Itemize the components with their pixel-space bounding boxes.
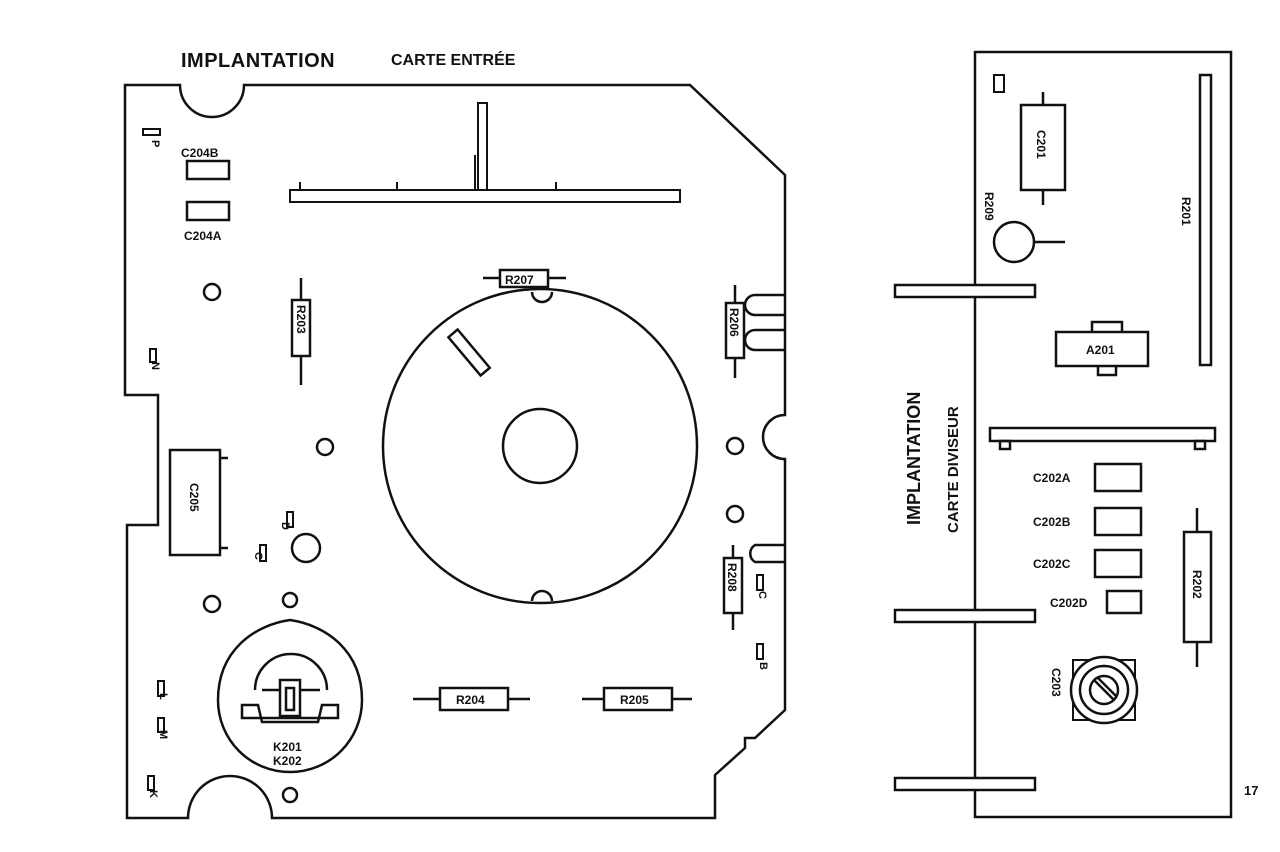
connector-bar-diviseur bbox=[988, 426, 1217, 451]
diviseur-title: IMPLANTATION bbox=[904, 392, 924, 525]
c202c-component bbox=[1093, 548, 1143, 579]
label-a201: A201 bbox=[1086, 343, 1115, 357]
label-c202c: C202C bbox=[1033, 557, 1071, 571]
label-r202: R202 bbox=[1190, 570, 1204, 599]
label-pad-d: D bbox=[279, 522, 291, 530]
r208-component bbox=[722, 545, 744, 630]
label-pad-b: B bbox=[757, 662, 769, 670]
r209-component bbox=[992, 220, 1065, 264]
c202a-component bbox=[1093, 462, 1143, 493]
label-r201: R201 bbox=[1179, 197, 1193, 226]
diviseur-subtitle: CARTE DIVISEUR bbox=[945, 406, 962, 533]
connector-bar-entree bbox=[289, 102, 681, 203]
r204-component bbox=[413, 686, 530, 712]
label-r207: R207 bbox=[505, 273, 534, 287]
label-c202a: C202A bbox=[1033, 471, 1071, 485]
label-r209: R209 bbox=[982, 192, 996, 221]
label-pad-c: C bbox=[252, 552, 264, 560]
label-r208: R208 bbox=[725, 563, 739, 592]
carte-diviseur-board bbox=[973, 50, 1233, 819]
k201-k202-relay bbox=[216, 618, 364, 774]
pad-markers-entree bbox=[142, 128, 764, 791]
label-pad-m: M bbox=[157, 730, 169, 739]
a201-component bbox=[1054, 320, 1150, 377]
r201-component bbox=[1198, 73, 1213, 367]
c203-component bbox=[1069, 655, 1139, 725]
label-r205: R205 bbox=[620, 693, 649, 707]
label-pad-l: L bbox=[157, 693, 169, 700]
mounting-holes-entree bbox=[202, 282, 745, 804]
label-k202: K202 bbox=[273, 754, 302, 768]
r206-component bbox=[724, 285, 746, 378]
label-pad-c-right: C bbox=[756, 591, 768, 599]
c201-component bbox=[1019, 92, 1067, 205]
entree-subtitle: CARTE ENTRÉE bbox=[391, 52, 516, 69]
pad-top-diviseur bbox=[993, 74, 1005, 93]
label-k201: K201 bbox=[273, 740, 302, 754]
c204b-component bbox=[185, 159, 231, 181]
page-number: 17 bbox=[1244, 783, 1258, 798]
entree-title: IMPLANTATION bbox=[181, 50, 336, 72]
r207-component bbox=[483, 268, 566, 289]
c202d-component bbox=[1105, 589, 1143, 615]
c202b-component bbox=[1093, 506, 1143, 537]
label-r203: R203 bbox=[294, 305, 308, 334]
r202-component bbox=[1182, 508, 1213, 667]
label-c203: C203 bbox=[1049, 668, 1063, 697]
label-c202d: C202D bbox=[1050, 596, 1088, 610]
label-r206: R206 bbox=[727, 308, 741, 337]
r205-component bbox=[582, 686, 692, 712]
label-c201: C201 bbox=[1034, 130, 1048, 159]
label-c202b: C202B bbox=[1033, 515, 1071, 529]
c204a-component bbox=[185, 200, 231, 222]
rotary-disc bbox=[381, 287, 699, 605]
label-c205: C205 bbox=[187, 483, 201, 512]
label-pad-p: P bbox=[149, 140, 161, 147]
label-c204a: C204A bbox=[184, 229, 222, 243]
label-pad-k: K bbox=[147, 790, 159, 798]
c205-component bbox=[168, 448, 228, 557]
label-r204: R204 bbox=[456, 693, 485, 707]
r203-component bbox=[290, 278, 312, 385]
connector-pins-diviseur bbox=[893, 283, 1037, 792]
label-pad-n: N bbox=[149, 362, 161, 370]
label-c204b: C204B bbox=[181, 146, 219, 160]
